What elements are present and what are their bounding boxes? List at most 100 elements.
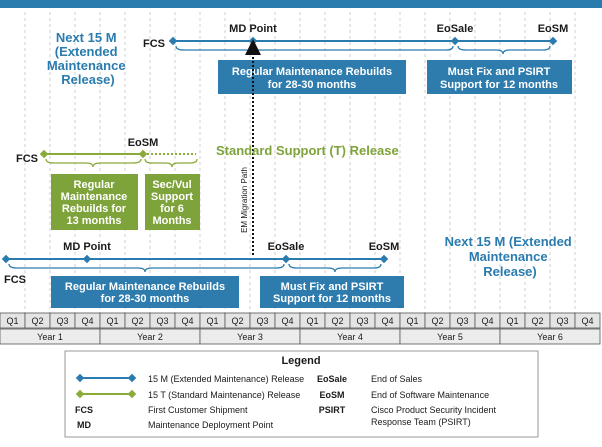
legend-em-text: 15 M (Extended Maintenance) Release xyxy=(148,374,304,384)
t-rebuilds-text: 13 months xyxy=(66,215,121,227)
bottom-rebuilds-box xyxy=(51,276,239,308)
legend-md-text: Maintenance Deployment Point xyxy=(148,420,274,430)
bottom-eosale-label: EoSale xyxy=(268,241,305,253)
top-psirt-box xyxy=(427,60,572,94)
year-label: Year 4 xyxy=(337,332,363,342)
t-eosm-marker xyxy=(138,149,148,159)
legend-psirt-symbol: PSIRT xyxy=(319,405,346,415)
t-secvul-text: Sec/Vul xyxy=(152,179,191,191)
top-band xyxy=(0,0,602,8)
legend-eosm-symbol: EoSM xyxy=(319,390,344,400)
quarter-label: Q3 xyxy=(456,316,468,326)
quarter-label: Q3 xyxy=(356,316,368,326)
quarter-label: Q2 xyxy=(331,316,343,326)
bottom-fcs-label: FCS xyxy=(4,274,26,286)
quarter-label: Q4 xyxy=(281,316,293,326)
year-label: Year 5 xyxy=(437,332,463,342)
top-rebuilds-text: for 28-30 months xyxy=(268,79,357,91)
top-rebuilds-bracket xyxy=(175,45,454,55)
top-psirt-text: Support for 12 months xyxy=(440,79,558,91)
top-psirt-bracket xyxy=(457,45,551,55)
legend-em-marker-end xyxy=(127,373,137,383)
quarter-label: Q2 xyxy=(131,316,143,326)
quarter-label: Q2 xyxy=(231,316,243,326)
t-secvul-text: Support xyxy=(151,191,193,203)
top-eosale-marker xyxy=(450,36,460,46)
bottom-md-point-label: MD Point xyxy=(63,241,111,253)
legend-eosm-text: End of Software Maintenance xyxy=(371,390,489,400)
year-label: Year 1 xyxy=(37,332,63,342)
quarter-label: Q4 xyxy=(581,316,593,326)
top-title-line: (Extended xyxy=(55,44,118,59)
t-secvul-box xyxy=(145,174,200,230)
top-eosale-label: EoSale xyxy=(437,23,474,35)
legend-title: Legend xyxy=(281,355,320,367)
t-rebuilds-text: Rebuilds for xyxy=(62,203,127,215)
quarter-label: Q1 xyxy=(306,316,318,326)
quarter-label: Q3 xyxy=(156,316,168,326)
t-secvul-text: Months xyxy=(152,215,191,227)
legend-t-marker-start xyxy=(75,389,85,399)
year-label: Year 6 xyxy=(537,332,563,342)
legend-t-text: 15 T (Standard Maintenance) Release xyxy=(148,390,300,400)
bottom-rebuilds-text: for 28-30 months xyxy=(101,293,190,305)
legend-md-symbol: MD xyxy=(77,420,91,430)
top-eosm-label: EoSM xyxy=(538,23,569,35)
t-fcs-marker xyxy=(39,149,49,159)
quarter-label: Q2 xyxy=(431,316,443,326)
top-release: Next 15 M (Extended Maintenance Release)… xyxy=(47,23,572,94)
top-release-title: Next 15 M (Extended Maintenance Release) xyxy=(47,30,129,87)
bottom-psirt-bracket xyxy=(288,263,382,273)
legend-fcs-text: First Customer Shipment xyxy=(148,405,248,415)
legend-t-marker-end xyxy=(127,389,137,399)
t-secvul-text: for 6 xyxy=(160,203,184,215)
top-title-line: Next 15 M xyxy=(56,30,117,45)
legend: Legend 15 M (Extended Maintenance) Relea… xyxy=(64,350,539,438)
bottom-title-line: Maintenance xyxy=(469,249,548,264)
bottom-eosm-marker xyxy=(379,254,389,264)
quarter-cell xyxy=(574,312,601,329)
legend-eosale-text: End of Sales xyxy=(371,374,423,384)
quarter-label: Q4 xyxy=(181,316,193,326)
migration-path: EM Migration Path xyxy=(240,39,261,255)
top-md-point-label: MD Point xyxy=(229,23,277,35)
quarter-label: Q4 xyxy=(81,316,93,326)
t-secvul-bracket xyxy=(144,158,198,168)
t-rebuilds-text: Regular xyxy=(74,179,116,191)
year-label: Year 2 xyxy=(137,332,163,342)
bottom-psirt-text: Support for 12 months xyxy=(273,293,391,305)
t-rebuilds-box xyxy=(51,174,138,230)
legend-em-marker-start xyxy=(75,373,85,383)
top-psirt-text: Must Fix and PSIRT xyxy=(448,66,551,78)
quarter-label: Q3 xyxy=(556,316,568,326)
quarter-label: Q3 xyxy=(256,316,268,326)
bottom-eosale-marker xyxy=(281,254,291,264)
bottom-psirt-box xyxy=(260,276,404,308)
bottom-md-marker xyxy=(82,254,92,264)
legend-eosale-symbol: EoSale xyxy=(317,374,347,384)
bottom-rebuilds-text: Regular Maintenance Rebuilds xyxy=(65,281,225,293)
bottom-release: Next 15 M (Extended Maintenance Release)… xyxy=(1,234,576,308)
quarter-label: Q1 xyxy=(506,316,518,326)
top-rebuilds-box xyxy=(218,60,406,94)
bottom-release-title: Next 15 M (Extended Maintenance Release) xyxy=(445,234,576,279)
year-label: Year 3 xyxy=(237,332,263,342)
quarter-label: Q1 xyxy=(6,316,18,326)
quarter-label: Q1 xyxy=(406,316,418,326)
t-release: Standard Support (T) Release FCS EoSM Re… xyxy=(16,137,399,230)
t-rebuilds-text: Maintenance xyxy=(61,191,128,203)
year-cell xyxy=(499,328,601,345)
bottom-rebuilds-bracket xyxy=(8,263,285,273)
migration-path-label: EM Migration Path xyxy=(240,167,249,233)
legend-fcs-symbol: FCS xyxy=(75,405,93,415)
bottom-title-line: Release) xyxy=(483,264,536,279)
quarter-label: Q4 xyxy=(381,316,393,326)
top-title-line: Release) xyxy=(61,72,114,87)
top-rebuilds-text: Regular Maintenance Rebuilds xyxy=(232,66,392,78)
t-release-title: Standard Support (T) Release xyxy=(216,143,399,158)
bottom-title-line: Next 15 M (Extended xyxy=(445,234,572,249)
quarter-label: Q3 xyxy=(56,316,68,326)
